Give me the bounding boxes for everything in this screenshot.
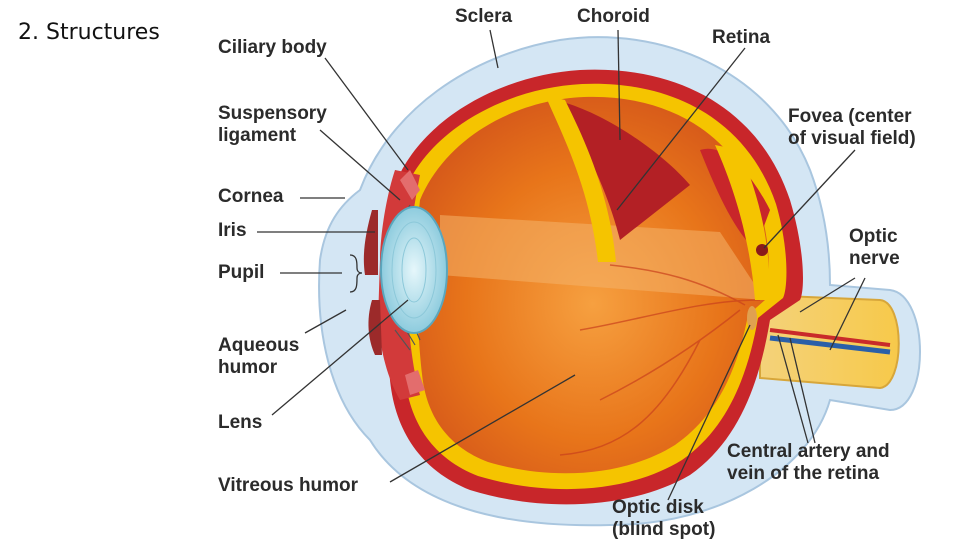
label-pupil: Pupil	[218, 262, 265, 283]
label-retina: Retina	[712, 27, 771, 48]
label-choroid: Choroid	[577, 6, 650, 27]
cutaway-flap	[545, 95, 770, 300]
leader-optic-nerve-b	[829, 277, 866, 351]
leader-vitreous	[389, 374, 576, 483]
pupil-brace	[349, 254, 363, 293]
leader-aqueous	[304, 309, 347, 334]
leader-fovea	[763, 149, 856, 249]
leader-retina	[616, 47, 746, 211]
label-optic-nerve: Optic nerve	[849, 226, 900, 269]
leader-lens	[271, 299, 409, 416]
label-suspensory-ligament: Suspensory ligament	[218, 103, 327, 146]
optic-disk-marker	[747, 306, 757, 330]
lens-shape	[380, 206, 448, 334]
label-central-artery: Central artery and vein of the retina	[727, 441, 890, 484]
label-optic-disk: Optic disk (blind spot)	[612, 497, 716, 540]
leader-choroid	[617, 29, 621, 141]
label-aqueous-humor: Aqueous humor	[218, 335, 300, 378]
leader-sclera	[489, 29, 499, 69]
leader-ciliary-body	[324, 57, 409, 171]
label-iris: Iris	[218, 220, 247, 241]
leader-lines	[257, 29, 866, 501]
label-fovea: Fovea (center of visual field)	[788, 106, 916, 149]
leader-optic-nerve-a	[799, 277, 856, 313]
label-vitreous-humor: Vitreous humor	[218, 475, 359, 496]
label-cornea: Cornea	[218, 186, 284, 207]
leader-suspensory	[319, 129, 401, 201]
label-lens: Lens	[218, 412, 263, 433]
label-ciliary-body: Ciliary body	[218, 37, 327, 58]
leader-optic-disk	[667, 324, 751, 501]
label-sclera: Sclera	[455, 6, 513, 27]
leader-artery-a	[777, 334, 809, 444]
slide-title: 2. Structures	[18, 20, 160, 45]
leader-artery-b	[789, 337, 816, 444]
